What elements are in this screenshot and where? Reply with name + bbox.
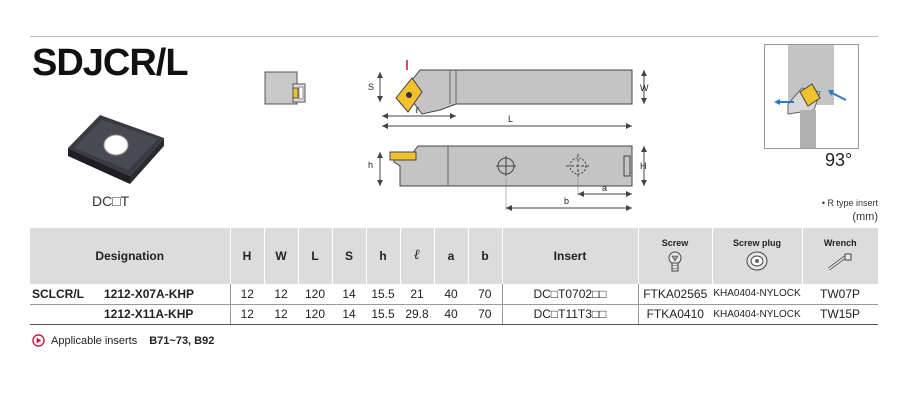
table-row: SCLCR/L 1212-X07A-KHP 12 12 120 14 15.5 … [30, 284, 878, 305]
r-type-note: • R type insert [821, 198, 878, 208]
screw-plug-icon [746, 251, 768, 270]
cell-screw: FTKA0410 [637, 304, 712, 325]
cell-W: 12 [264, 284, 298, 305]
header-W: W [264, 228, 299, 284]
cell-a: 40 [434, 304, 468, 325]
cell-b: 70 [468, 304, 502, 325]
header-screw: Screw [638, 228, 713, 284]
cell-insert: DC□T0702□□ [501, 284, 638, 305]
cell-l: 29.8 [400, 304, 434, 325]
cell-L: 120 [298, 284, 332, 305]
top-view-drawing: S W ℓ L [368, 60, 649, 129]
header-b: b [468, 228, 503, 284]
designation-cell: 1212-X07A-KHP [100, 284, 230, 305]
dim-W-label: W [640, 83, 649, 93]
header-insert: Insert [502, 228, 639, 284]
header-wrench: Wrench [802, 228, 878, 284]
dim-l-label: ℓ [415, 105, 419, 115]
designation-cell: 1212-X11A-KHP [100, 304, 230, 325]
end-view-drawing [264, 71, 306, 105]
cell-a: 40 [434, 284, 468, 305]
cell-H: 12 [229, 284, 264, 305]
screw-icon [668, 251, 682, 271]
cell-b: 70 [468, 284, 502, 305]
top-rule [30, 36, 878, 37]
table-row: 1212-X11A-KHP 12 12 120 14 15.5 29.8 40 … [30, 304, 878, 325]
header-designation: Designation [30, 228, 231, 284]
header-a: a [434, 228, 469, 284]
cell-H: 12 [229, 304, 264, 325]
cell-S: 14 [332, 284, 366, 305]
header-screw-plug: Screw plug [712, 228, 803, 284]
cell-h: 15.5 [366, 304, 400, 325]
cell-insert: DC□T11T3□□ [501, 304, 638, 325]
dim-a-label: a [602, 183, 607, 193]
series-name: SCLCR/L [30, 284, 100, 305]
cell-screw: FTKA02565 [637, 284, 712, 305]
arrow-right-circle-icon [32, 334, 45, 347]
applicable-inserts[interactable]: Applicable inserts B71~73, B92 [32, 334, 214, 347]
dim-S-label: S [368, 82, 374, 92]
side-view-drawing: h H a b [368, 145, 647, 211]
header-l: ℓ [400, 228, 435, 284]
cell-L: 120 [298, 304, 332, 325]
dim-H-label: H [640, 161, 647, 171]
header-H: H [230, 228, 265, 284]
approach-angle-drawing [764, 44, 859, 149]
insert-code-label: DC□T [92, 193, 130, 209]
applicable-label: Applicable inserts [51, 334, 138, 347]
insert-image [68, 115, 164, 184]
page-title: SDJCR/L [32, 42, 189, 84]
cell-wrench: TW15P [802, 304, 878, 325]
dim-b-label: b [564, 196, 569, 206]
wrench-icon [828, 253, 852, 270]
header-h: h [366, 228, 401, 284]
header-L: L [298, 228, 333, 284]
table-header-row: Designation H W L S h ℓ a b Insert Screw [30, 228, 878, 284]
cell-screw-plug: KHA0404-NYLOCK [712, 284, 802, 305]
cell-h: 15.5 [366, 284, 400, 305]
approach-angle-value: 93° [825, 150, 853, 170]
dim-h-label: h [368, 160, 373, 170]
header-S: S [332, 228, 367, 284]
specification-table: Designation H W L S h ℓ a b Insert Screw [30, 228, 878, 325]
cell-wrench: TW07P [802, 284, 878, 305]
dim-L-label: L [508, 114, 513, 124]
series-name-empty [30, 304, 100, 325]
cell-S: 14 [332, 304, 366, 325]
applicable-values[interactable]: B71~73, B92 [149, 334, 215, 347]
cell-l: 21 [400, 284, 434, 305]
cell-W: 12 [264, 304, 298, 325]
cell-screw-plug: KHA0404-NYLOCK [712, 304, 802, 325]
unit-note: (mm) [852, 211, 878, 223]
